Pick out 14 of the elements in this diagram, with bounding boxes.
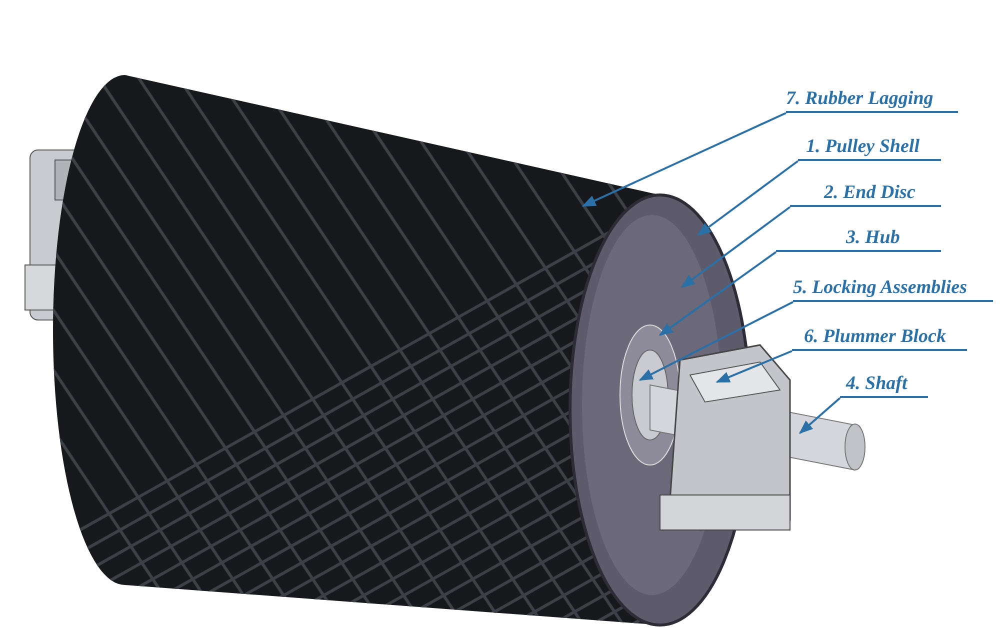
part-label: 4. Shaft: [840, 372, 928, 398]
part-label: 2. End Disc: [790, 181, 941, 207]
part-label: 5. Locking Assemblies: [793, 276, 993, 302]
part-label: 6. Plummer Block: [792, 325, 967, 351]
leader-line: [582, 112, 786, 207]
part-label: 3. Hub: [776, 226, 941, 252]
part-label: 7. Rubber Lagging: [786, 87, 958, 113]
leader-line: [716, 350, 792, 383]
leader-line: [798, 397, 841, 434]
leader-line: [680, 206, 791, 288]
leader-line: [696, 160, 799, 236]
part-label: 1. Pulley Shell: [798, 135, 941, 161]
leader-line: [658, 251, 777, 336]
leader-line: [638, 301, 794, 381]
